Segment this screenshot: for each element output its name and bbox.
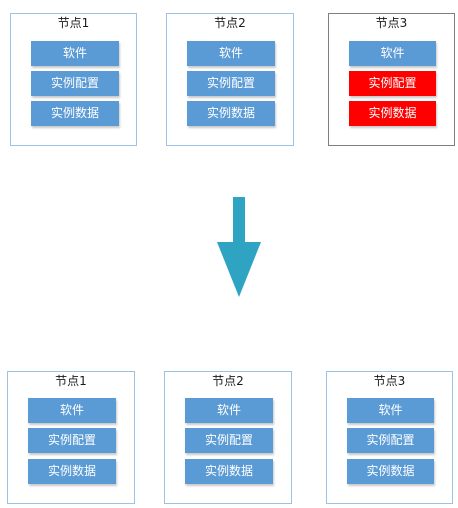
software-block: 软件 <box>349 41 436 66</box>
software-block: 软件 <box>347 398 434 423</box>
instance-data-block: 实例数据 <box>31 101 119 126</box>
instance-config-block: 实例配置 <box>347 428 434 453</box>
before-node-3: 节点3 软件 实例配置 实例数据 <box>328 13 455 146</box>
instance-config-block: 实例配置 <box>349 71 436 96</box>
after-node-1: 节点1 软件 实例配置 实例数据 <box>7 371 135 504</box>
after-node-3: 节点3 软件 实例配置 实例数据 <box>326 371 453 504</box>
software-block: 软件 <box>31 41 119 66</box>
software-block: 软件 <box>28 398 116 423</box>
before-node-2: 节点2 软件 实例配置 实例数据 <box>166 13 294 146</box>
instance-config-block: 实例配置 <box>31 71 119 96</box>
node-title: 节点2 <box>214 16 246 30</box>
instance-data-block: 实例数据 <box>28 459 116 484</box>
software-block: 软件 <box>187 41 275 66</box>
node-title: 节点1 <box>55 374 87 388</box>
node-title: 节点3 <box>373 374 406 388</box>
instance-data-block: 实例数据 <box>187 101 275 126</box>
instance-config-block: 实例配置 <box>28 428 116 453</box>
instance-data-block: 实例数据 <box>347 459 434 484</box>
instance-config-block: 实例配置 <box>185 428 273 453</box>
instance-data-block: 实例数据 <box>185 459 273 484</box>
node-title: 节点1 <box>57 16 90 30</box>
arrow-down-icon <box>217 197 261 297</box>
instance-config-block: 实例配置 <box>187 71 275 96</box>
software-block: 软件 <box>185 398 273 423</box>
instance-data-block: 实例数据 <box>349 101 436 126</box>
before-node-1: 节点1 软件 实例配置 实例数据 <box>10 13 137 146</box>
after-node-2: 节点2 软件 实例配置 实例数据 <box>164 371 292 504</box>
node-title: 节点3 <box>375 16 408 30</box>
node-title: 节点2 <box>212 374 244 388</box>
